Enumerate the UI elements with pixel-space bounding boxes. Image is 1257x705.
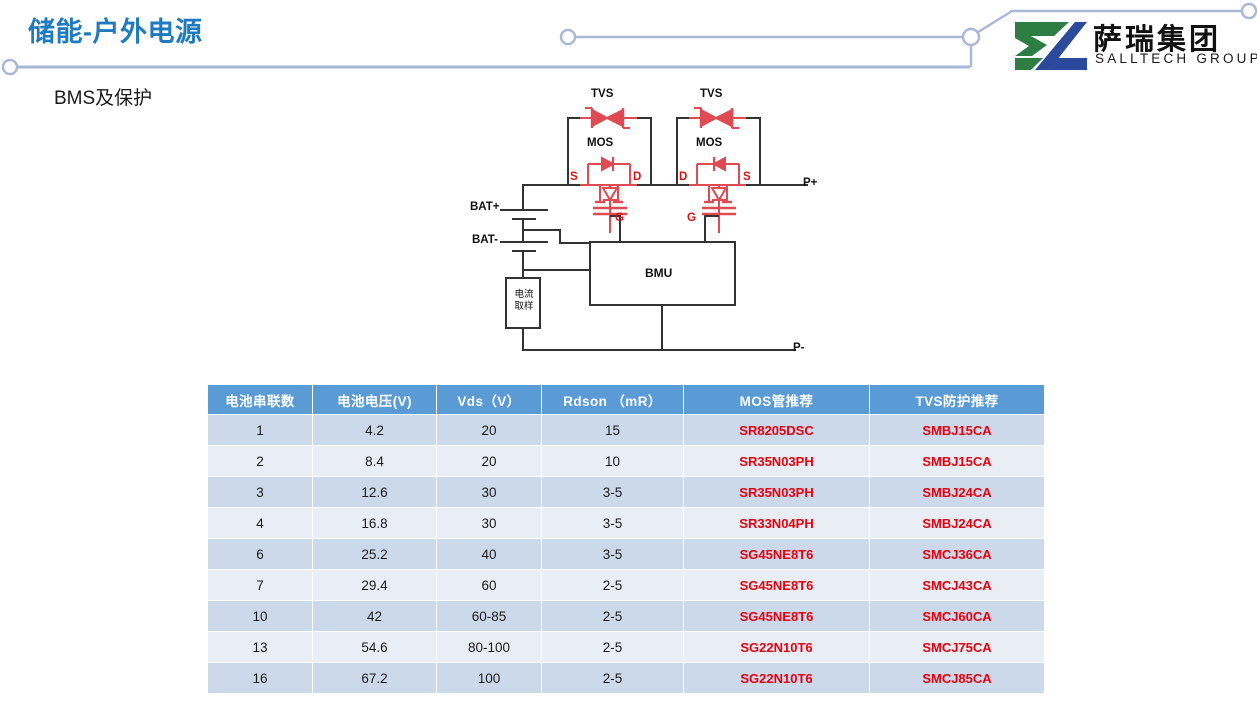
- cell-vds: 60: [436, 569, 542, 601]
- cell-rdson: 2-5: [541, 569, 684, 601]
- label-gate-left: G: [615, 212, 624, 224]
- label-bat-minus: BAT-: [472, 234, 498, 246]
- cell-mos-part: SG45NE8T6: [683, 600, 870, 632]
- cell-battery-voltage: 42: [312, 600, 437, 632]
- cell-mos-part: SG45NE8T6: [683, 569, 870, 601]
- label-shunt-line2: 取样: [514, 301, 534, 312]
- cell-battery-voltage: 4.2: [312, 414, 437, 446]
- cell-tvs-part: SMCJ75CA: [869, 631, 1045, 663]
- cell-rdson: 10: [541, 445, 684, 477]
- cell-vds: 30: [436, 476, 542, 508]
- label-tvs-left: TVS: [591, 88, 614, 100]
- cell-series-count: 10: [207, 600, 313, 632]
- column-header-series-count: 电池串联数: [207, 384, 313, 415]
- logo-mark-icon: [1015, 22, 1087, 70]
- column-header-tvs-recommend: TVS防护推荐: [869, 384, 1045, 415]
- cell-battery-voltage: 67.2: [312, 662, 437, 694]
- label-p-plus: P+: [803, 177, 818, 189]
- cell-mos-part: SR8205DSC: [683, 414, 870, 446]
- cell-series-count: 16: [207, 662, 313, 694]
- label-source-right: S: [743, 171, 751, 183]
- cell-tvs-part: SMBJ15CA: [869, 414, 1045, 446]
- cell-series-count: 3: [207, 476, 313, 508]
- cell-battery-voltage: 29.4: [312, 569, 437, 601]
- column-header-battery-voltage: 电池电压(V): [312, 384, 437, 415]
- label-bmu: BMU: [645, 266, 673, 280]
- cell-battery-voltage: 12.6: [312, 476, 437, 508]
- cell-tvs-part: SMCJ43CA: [869, 569, 1045, 601]
- cell-mos-part: SG22N10T6: [683, 631, 870, 663]
- cell-battery-voltage: 16.8: [312, 507, 437, 539]
- cell-vds: 20: [436, 414, 542, 446]
- cell-rdson: 2-5: [541, 600, 684, 632]
- circuit-diagram: TVS TVS MOS MOS S D G D S G BAT+ BAT- P+…: [455, 88, 875, 373]
- cell-rdson: 2-5: [541, 631, 684, 663]
- label-tvs-right: TVS: [700, 88, 723, 100]
- company-logo: 萨瑞集团 SALLTECH GROUP: [1013, 18, 1257, 74]
- cell-mos-part: SR35N03PH: [683, 476, 870, 508]
- column-header-rdson: Rdson （mR）: [541, 384, 684, 415]
- cell-vds: 100: [436, 662, 542, 694]
- label-shunt-line1: 电流: [514, 289, 534, 300]
- cell-tvs-part: SMBJ24CA: [869, 507, 1045, 539]
- cell-battery-voltage: 54.6: [312, 631, 437, 663]
- cell-mos-part: SR35N03PH: [683, 445, 870, 477]
- cell-series-count: 6: [207, 538, 313, 570]
- logo-name-cn: 萨瑞集团: [1093, 22, 1222, 56]
- cell-tvs-part: SMCJ60CA: [869, 600, 1045, 632]
- label-bat-plus: BAT+: [470, 201, 500, 213]
- column-header-vds: Vds（V）: [436, 384, 542, 415]
- cell-vds: 80-100: [436, 631, 542, 663]
- cell-rdson: 3-5: [541, 538, 684, 570]
- label-mos-left: MOS: [587, 137, 614, 149]
- page-title: 储能-户外电源: [28, 17, 203, 47]
- cell-tvs-part: SMCJ85CA: [869, 662, 1045, 694]
- label-p-minus: P-: [793, 342, 805, 354]
- cell-series-count: 2: [207, 445, 313, 477]
- cell-battery-voltage: 25.2: [312, 538, 437, 570]
- logo-name-en: SALLTECH GROUP: [1095, 51, 1257, 66]
- cell-series-count: 7: [207, 569, 313, 601]
- cell-battery-voltage: 8.4: [312, 445, 437, 477]
- cell-rdson: 2-5: [541, 662, 684, 694]
- cell-tvs-part: SMBJ24CA: [869, 476, 1045, 508]
- label-source-left: S: [570, 171, 578, 183]
- label-drain-left: D: [633, 171, 642, 183]
- cell-rdson: 3-5: [541, 507, 684, 539]
- cell-series-count: 13: [207, 631, 313, 663]
- cell-series-count: 4: [207, 507, 313, 539]
- cell-series-count: 1: [207, 414, 313, 446]
- column-header-mos-recommend: MOS管推荐: [683, 384, 870, 415]
- cell-tvs-part: SMBJ15CA: [869, 445, 1045, 477]
- cell-rdson: 15: [541, 414, 684, 446]
- cell-vds: 20: [436, 445, 542, 477]
- cell-mos-part: SR33N04PH: [683, 507, 870, 539]
- label-gate-right: G: [687, 212, 696, 224]
- cell-rdson: 3-5: [541, 476, 684, 508]
- cell-vds: 40: [436, 538, 542, 570]
- table-header-row: 电池串联数 电池电压(V) Vds（V） Rdson （mR） MOS管推荐 T…: [207, 384, 1045, 415]
- circuit-schematic-svg: [500, 107, 808, 351]
- cell-tvs-part: SMCJ36CA: [869, 538, 1045, 570]
- cell-vds: 60-85: [436, 600, 542, 632]
- label-drain-right: D: [679, 171, 688, 183]
- header-decoration-line: [1, 2, 1257, 76]
- cell-vds: 30: [436, 507, 542, 539]
- label-mos-right: MOS: [696, 137, 723, 149]
- cell-mos-part: SG22N10T6: [683, 662, 870, 694]
- spec-table: 电池串联数 电池电压(V) Vds（V） Rdson （mR） MOS管推荐 T…: [207, 384, 1045, 694]
- section-subtitle: BMS及保护: [54, 88, 153, 109]
- cell-mos-part: SG45NE8T6: [683, 538, 870, 570]
